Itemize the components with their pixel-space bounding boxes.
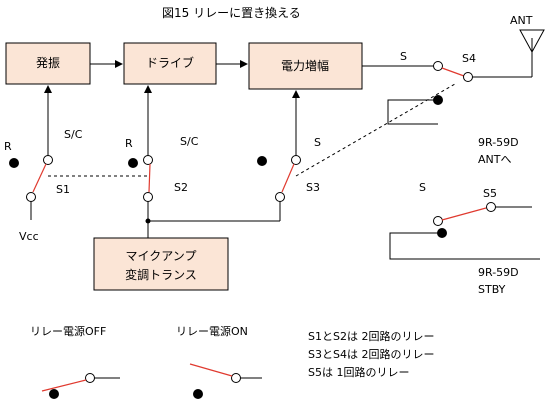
switch-arm-s5 [441, 207, 487, 221]
common-s3 [275, 192, 285, 202]
diagram-title: 図15 リレーに置き換える [162, 6, 301, 20]
switch-s3 [257, 155, 301, 221]
contact-s3-dot [257, 156, 267, 166]
switch-s4 [433, 61, 532, 105]
note-1: S1とS2は 2回路のリレー [308, 330, 434, 343]
label-s1: S1 [56, 183, 70, 196]
s3-s4-link [295, 83, 456, 177]
contact-sc2 [143, 155, 153, 165]
mic-amp-label-line2: 変調トランス [125, 267, 197, 282]
label-r1: R [4, 140, 12, 153]
contact-s4 [463, 72, 473, 82]
label-ant: ANT [510, 14, 533, 27]
switch-s2 [128, 155, 153, 238]
switch-s1 [9, 155, 53, 220]
common-s4 [433, 61, 443, 71]
legend-off-label: リレー電源OFF [30, 324, 106, 338]
switch-arm-s1 [32, 163, 47, 193]
common-s2 [143, 192, 153, 202]
label-rx-ant-model: 9R-59D [478, 136, 519, 149]
note-3: S5は 1回路のリレー [308, 366, 409, 379]
legend-switch-on [189, 363, 262, 399]
label-r2: R [125, 137, 133, 150]
label-s3: S3 [306, 181, 320, 194]
driver-block: ドライブ [123, 42, 217, 85]
legend-switch-off [41, 373, 120, 399]
label-rx-ant-to: ANTへ [478, 153, 511, 166]
contact-s3 [291, 155, 301, 165]
switch-arm-s4 [441, 67, 465, 77]
label-s5: S5 [483, 187, 497, 200]
rx-stby-bracket [389, 232, 540, 260]
label-s5-contact: S [419, 181, 426, 194]
switch-arm-s2 [148, 163, 151, 193]
junction-dot [145, 218, 151, 224]
contact-sc1 [43, 155, 53, 165]
power-amp-block: 電力増幅 [248, 42, 363, 90]
label-s4: S4 [462, 52, 476, 65]
contact-r1-dot [9, 158, 19, 168]
label-sc1: S/C [64, 128, 83, 141]
common-s5 [433, 216, 443, 226]
oscillator-label: 発振 [36, 56, 60, 70]
power-amp-label: 電力増幅 [281, 58, 329, 73]
label-s4-contact: S [400, 50, 407, 63]
rx-ant-bracket [387, 99, 438, 125]
label-vcc: Vcc [19, 230, 39, 243]
contact-s5 [486, 202, 496, 212]
label-sc2: S/C [180, 135, 199, 148]
contact-r2-dot [128, 158, 138, 168]
driver-label: ドライブ [146, 55, 194, 70]
switch-s5 [433, 202, 532, 238]
mic-amp-block: マイクアンプ 変調トランス [93, 237, 229, 291]
oscillator-block: 発振 [5, 42, 91, 85]
mic-amp-label-line1: マイクアンプ [126, 249, 197, 263]
label-s3-contact: S [314, 136, 321, 149]
note-2: S3とS4は 2回路のリレー [308, 348, 434, 361]
switch-arm-s3 [281, 163, 295, 193]
label-rx-stby-model: 9R-59D [478, 266, 519, 279]
label-s2: S2 [174, 181, 188, 194]
contact-s5-dot [437, 228, 447, 238]
label-rx-stby: STBY [478, 283, 506, 296]
common-s1 [26, 192, 36, 202]
legend-on-label: リレー電源ON [176, 324, 248, 338]
antenna-icon [519, 29, 545, 77]
